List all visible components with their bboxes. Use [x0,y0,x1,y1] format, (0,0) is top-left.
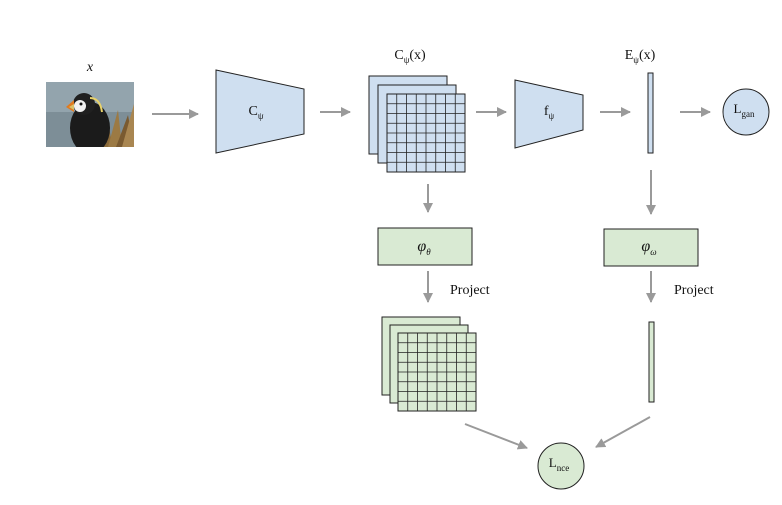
gan-loss-label: Lgan [734,101,755,119]
feature-map-title: Cψ(x) [394,48,426,65]
project-left-label: Project [450,283,490,298]
arrow-projected-embedding-to-nce-loss [595,416,651,448]
encoder-main: C [249,104,258,119]
embedding-main: E [625,48,634,63]
nce-loss-main: L [549,455,557,470]
embedding-bar [647,72,654,154]
projected-embedding-bar [648,321,655,403]
f-projector-label: fψ [544,104,555,121]
f-main: f [544,104,549,119]
project-right-label: Project [674,283,714,298]
gan-loss-main: L [734,101,742,116]
feature-map-stack [368,75,466,173]
phi-omega-label: φω [641,238,656,257]
phi-omega-main: φ [641,238,650,255]
encoder-sub: ψ [258,111,264,121]
encoder-label: Cψ [249,104,264,121]
phi-omega-sub: ω [650,247,656,257]
input-label: x [86,60,94,75]
embedding-title: Eψ(x) [625,48,656,65]
feature-map-layer-3 [386,93,466,173]
encoder-trapezoid [215,69,305,154]
nce-loss-label: Lnce [549,455,569,473]
phi-omega-box [603,228,699,267]
phi-theta-sub: θ [426,247,431,257]
feature-map-suffix: (x) [409,48,426,63]
nce-loss-circle [537,442,585,490]
feature-map-main: C [394,48,403,63]
embedding-suffix: (x) [639,48,656,63]
projected-feature-map-stack [381,316,477,412]
feature-map-sub: ψ [404,55,410,65]
phi-theta-label: φθ [417,238,431,257]
gan-loss-circle [722,88,770,136]
embedding-sub: ψ [633,55,639,65]
projected-feature-map-layer-3 [397,332,477,412]
puffin-photo [46,82,134,147]
arrow-projected-map-to-nce-loss [464,423,528,450]
nce-loss-sub: nce [557,463,570,473]
phi-theta-main: φ [417,238,426,255]
gan-loss-sub: gan [741,109,754,119]
f-projector-trapezoid [514,79,584,149]
f-sub: ψ [549,111,555,121]
phi-theta-box [377,227,473,266]
